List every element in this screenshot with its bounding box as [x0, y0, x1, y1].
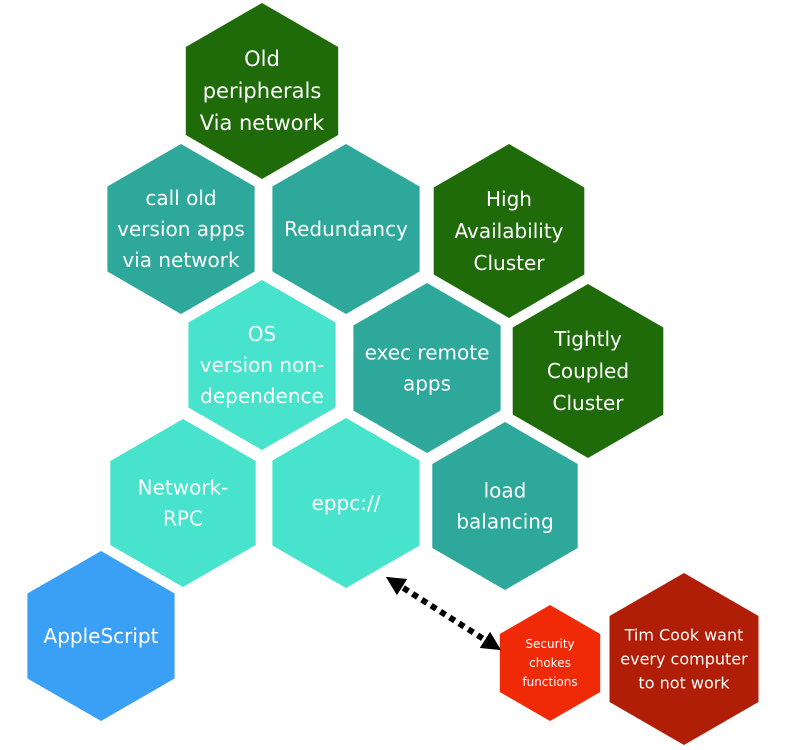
hexagon-network-rpc: Network- RPC [110, 419, 256, 587]
hexagon-label-line: AppleScript [44, 624, 159, 648]
hexagon-label-line: balancing [456, 510, 553, 534]
hexagon-label-line: to not work [638, 674, 730, 693]
hexagon-shape [609, 573, 759, 745]
hexagon-shape [110, 419, 256, 587]
hexagon-label-line: version apps [117, 217, 245, 241]
hexagon-label-line: version non- [200, 353, 324, 377]
hexagon-shape [432, 422, 578, 590]
hexagon-shape [512, 284, 664, 458]
hexagon-label-line: RPC [163, 507, 203, 531]
hexagon-shape [353, 283, 501, 453]
hexagon-label-line: peripherals [203, 79, 322, 103]
hexagon-label-line: apps [403, 372, 451, 396]
hexagon-label-line: Via network [200, 111, 325, 135]
hexagon-label-line: exec remote [365, 341, 490, 365]
hexagon-label-line: via network [122, 248, 240, 272]
hexagon-label-line: Tim Cook want [624, 626, 744, 645]
hexagon-label-line: functions [522, 675, 577, 689]
hexagon-applescript: AppleScript [27, 551, 175, 721]
hexagon-shape [188, 280, 336, 450]
hexagon-label-line: Redundancy [284, 217, 408, 241]
hexagon-label-line: dependence [200, 384, 324, 408]
hexagon-shape [272, 144, 420, 314]
hexagon-os-version-non-dependence: OS version non-dependence [188, 280, 336, 450]
hexagon-shape [272, 418, 420, 588]
hexagon-label-line: High [486, 187, 532, 211]
hexagon-label-line: Availability [454, 219, 563, 243]
hexagon-label-line: Old [244, 47, 280, 71]
hexagon-shape [27, 551, 175, 721]
hexagon-label-line: Security [525, 637, 574, 651]
hexagon-redundancy: Redundancy [272, 144, 420, 314]
hexagon-security-chokes-functions: Security chokes functions [499, 605, 601, 721]
hexagon-label-line: Coupled [547, 359, 629, 383]
hexagon-exec-remote-apps: exec remote apps [353, 283, 501, 453]
hexagon-label-line: every computer [620, 650, 748, 669]
hexagon-label-line: chokes [529, 656, 571, 670]
hexagon-label-line: Tightly [553, 327, 622, 351]
hexagon-shape [107, 144, 255, 314]
hexagon-label-line: load [484, 479, 527, 503]
hexagon-label-line: OS [248, 322, 276, 346]
hexagon-shape [499, 605, 601, 721]
hexagon-label-line: Cluster [474, 251, 546, 275]
hexagon-eppc: eppc:// [272, 418, 420, 588]
hexagon-call-old-version-apps: call old version apps via network [107, 144, 255, 314]
hexagon-shape [433, 144, 585, 318]
hexagon-tim-cook: Tim Cook want every computer to not work [609, 573, 759, 745]
hexagon-label-line: Network- [138, 476, 229, 500]
hexagon-load-balancing: load balancing [432, 422, 578, 590]
hexagon-label-line: Cluster [553, 391, 625, 415]
dotted-double-arrow [385, 576, 502, 651]
hexagon-label-line: eppc:// [312, 491, 381, 515]
hexagon-shape [185, 3, 339, 179]
hexagon-label-line: call old [145, 186, 216, 210]
